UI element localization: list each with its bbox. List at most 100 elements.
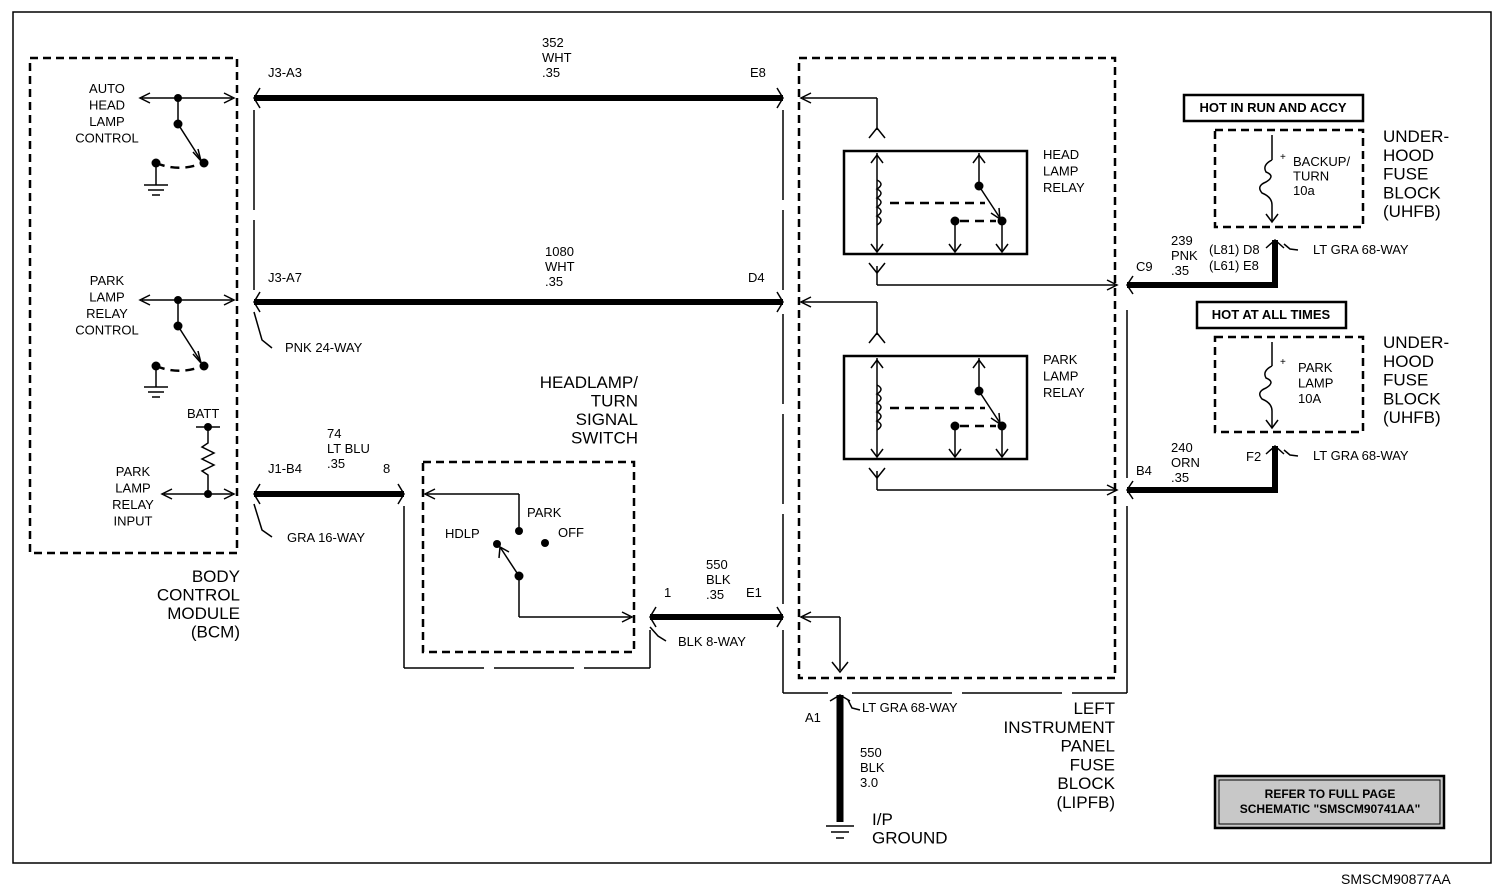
text-line: LAMP (89, 290, 124, 305)
text-line: I/P (872, 810, 893, 829)
text-line: BACKUP/ (1293, 154, 1350, 169)
text-line: 3.0 (860, 775, 878, 790)
pin-c9: C9 (1136, 259, 1153, 274)
ground-icon (144, 386, 168, 398)
text-line: INSTRUMENT (1004, 718, 1115, 737)
text-line: TURN (1293, 169, 1329, 184)
pin-a1: A1 (805, 710, 821, 725)
coil-icon (875, 179, 882, 226)
bcm-auto-switch-blade (177, 123, 202, 161)
conn-blk8: BLK 8-WAY (678, 634, 746, 649)
text-line: FUSE (1383, 371, 1428, 390)
plus-sign: + (1280, 152, 1286, 163)
text-line: TURN (591, 392, 638, 411)
text-line: UNDER- (1383, 333, 1449, 352)
ltgra68-b-leader (1283, 449, 1299, 457)
plus-sign: + (1280, 357, 1286, 368)
text-line: 10a (1293, 183, 1315, 198)
switch-park-contact (515, 527, 523, 535)
resistor-icon (200, 427, 216, 494)
hot-all-times-box (1195, 300, 1348, 330)
switch-off-label: OFF (558, 525, 584, 540)
bcm-auto-arrow-right (223, 92, 236, 104)
pin-j3a7: J3-A7 (268, 270, 302, 285)
switch-blade-arrow (498, 545, 510, 559)
pin-e1: E1 (746, 585, 762, 600)
switch-input-arrow (423, 488, 436, 500)
hot-run-accy-label: HOT IN RUN AND ACCY (1199, 100, 1346, 115)
text-line: 352 (542, 35, 564, 50)
text-line: SIGNAL (576, 410, 638, 429)
text-line: CONTROL (75, 323, 139, 338)
text-line: (UHFB) (1383, 202, 1441, 221)
pin-l81-d8: (L81) D8 (1209, 242, 1260, 257)
text-line: LAMP (89, 114, 124, 129)
text-line: HEADLAMP/ (540, 373, 639, 392)
switch-off-contact (541, 539, 549, 547)
switch-hdlp-contact (493, 540, 501, 548)
text-line: SCHEMATIC "SMSCM90741AA" (1240, 802, 1421, 816)
text-line: BLOCK (1383, 183, 1441, 202)
fuse-icon (1259, 159, 1273, 206)
text-line: .35 (545, 274, 563, 289)
ground-icon (144, 184, 168, 196)
bcm-input-arrow-right (223, 488, 236, 500)
text-line: .35 (542, 65, 560, 80)
text-line: PARK (1043, 352, 1078, 367)
fuse-icon (1259, 365, 1273, 412)
text-line: WHT (542, 50, 572, 65)
text-line: RELAY (1043, 385, 1085, 400)
pin-l61-e8: (L61) E8 (1209, 258, 1259, 273)
ltgra68-a-leader (1283, 243, 1299, 251)
text-line: PARK (1298, 360, 1333, 375)
bcm-park-switch-blade (177, 325, 202, 363)
text-line: LAMP (1043, 164, 1078, 179)
text-line: CONTROL (75, 131, 139, 146)
park-lamp-relay-box (842, 354, 1029, 461)
bcm-auto-contact-2 (199, 158, 209, 168)
text-line: (UHFB) (1383, 408, 1441, 427)
text-line: 1080 (545, 244, 574, 259)
text-line: LEFT (1073, 699, 1115, 718)
pin-d4: D4 (748, 270, 765, 285)
blk8-leader (649, 626, 667, 642)
text-line: RELAY (112, 497, 154, 512)
conn-pnk24: PNK 24-WAY (285, 340, 363, 355)
text-line: BLOCK (1383, 389, 1441, 408)
text-line: FUSE (1383, 165, 1428, 184)
uhfb-box-1 (1213, 128, 1365, 229)
text-line: PANEL (1061, 737, 1116, 756)
head-lamp-relay-box (842, 149, 1029, 256)
text-line: 10A (1298, 391, 1321, 406)
diagram-id: SMSCM90877AA (1341, 871, 1451, 887)
coil-icon (875, 384, 882, 431)
text-line: (BCM) (191, 623, 240, 642)
text-line: PARK (116, 464, 151, 479)
pin-8: 8 (383, 461, 390, 476)
conn-ltgra68-b: LT GRA 68-WAY (1313, 448, 1409, 463)
refer-note-box (1213, 774, 1446, 830)
text-line: PNK (1171, 248, 1198, 263)
text-line: FUSE (1070, 755, 1115, 774)
gra16-leader (253, 503, 273, 538)
pin-j3a3: J3-A3 (268, 65, 302, 80)
text-line: LT BLU (327, 441, 370, 456)
